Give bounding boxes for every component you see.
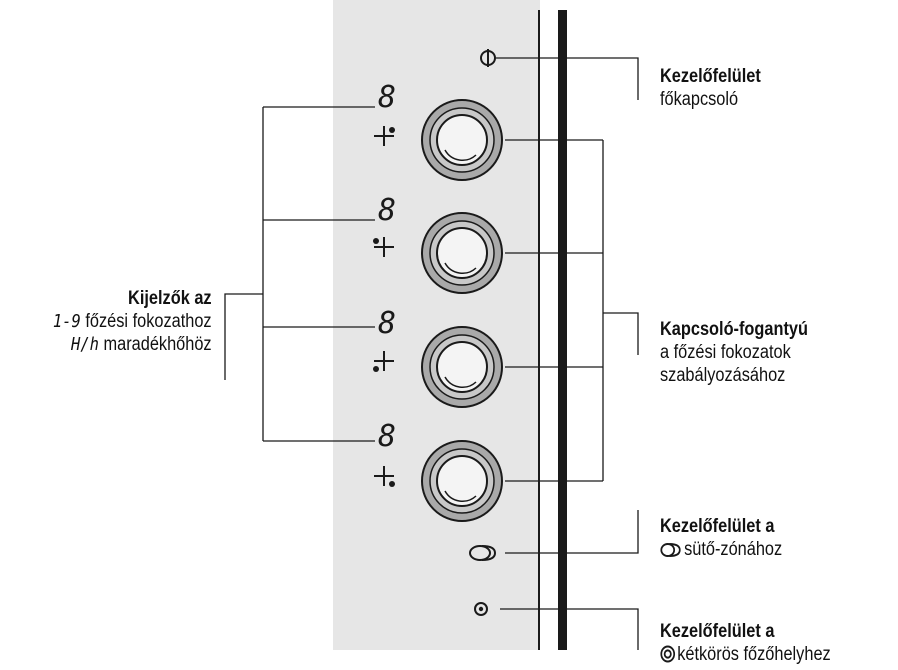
main-switch-desc: főkapcsoló [660,89,739,110]
roaster-zone-icon [660,543,681,557]
knob-callout: Kapcsoló-fogantyú a főzési fokozatok sza… [660,318,808,387]
dual-title: Kezelőfelület a [660,621,775,642]
roaster-zone-icon[interactable] [469,545,497,561]
roaster-callout: Kezelőfelület a sütő-zónához [660,515,782,561]
knob-desc-2: szabályozásához [660,365,786,386]
leader-main-switch [496,57,639,100]
displays-heat-desc: maradékhőhöz [103,334,212,355]
displays-range: 1-9 [53,311,82,332]
leader-lines [224,57,639,650]
main-switch-callout: Kezelőfelület főkapcsoló [660,65,761,111]
leader-roaster [505,510,639,554]
main-switch-title: Kezelőfelület [660,66,761,87]
panel-frame-bar [558,10,567,650]
display-digit: 8 [378,306,396,341]
knob-unit: 8 [374,419,503,522]
power-switch-icon[interactable] [480,49,496,67]
plus-dot-icon [374,126,395,146]
plus-dot-icon [373,237,394,257]
dual-callout: Kezelőfelület a kétkörös főzőhelyhez [660,620,831,666]
plus-dot-icon [374,466,395,487]
knob-unit: 8 [373,306,503,408]
dual-circuit-icon[interactable] [474,602,488,616]
knob-desc-1: a főzési fokozatok [660,342,791,363]
control-knob[interactable] [421,212,503,294]
displays-range-desc: főzési fokozathoz [85,311,212,332]
control-knob[interactable] [421,440,503,522]
control-knob[interactable] [421,326,503,408]
dual-circuit-icon [660,645,676,663]
leader-display-callout [224,293,263,380]
roaster-desc: sütő-zónához [684,539,783,560]
control-knob[interactable] [421,99,503,181]
knob-group: 8 8 8 8 [373,80,503,522]
dual-desc: kétkörös főzőhelyhez [677,644,831,665]
displays-heat: H/h [71,334,100,355]
knob-title: Kapcsoló-fogantyú [660,319,808,340]
display-digit: 8 [378,193,396,228]
knob-unit: 8 [373,193,503,294]
knob-unit: 8 [374,80,503,181]
display-digit: 8 [378,80,396,115]
roaster-title: Kezelőfelület a [660,516,775,537]
leader-dual [500,608,639,650]
displays-callout: Kijelzők az 1-9 főzési fokozathoz H/h ma… [53,287,212,356]
displays-title: Kijelzők az [128,288,212,309]
plus-dot-icon [373,351,394,372]
display-digit: 8 [378,419,396,454]
leader-knob-callout [603,312,639,355]
